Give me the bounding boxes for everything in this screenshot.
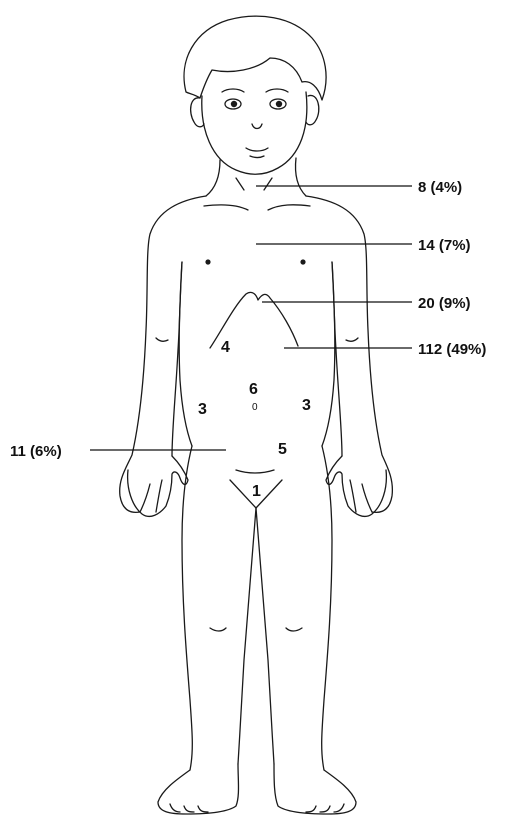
left-arm-outer	[120, 196, 206, 512]
collarbones	[204, 205, 310, 210]
right-eyebrow	[266, 89, 288, 92]
left-leg-outer	[182, 446, 192, 770]
callout-upper-abdomen: 20 (9%)	[418, 295, 471, 312]
neck-right	[295, 158, 306, 196]
right-pupil	[276, 101, 282, 107]
neck-lines	[236, 178, 272, 190]
callout-chest: 14 (7%)	[418, 237, 471, 254]
region-upper-left: 4	[221, 339, 230, 356]
nose	[252, 124, 262, 129]
callout-lower-abdomen: 11 (6%)	[10, 443, 62, 460]
callout-neck: 8 (4%)	[418, 179, 462, 196]
left-leg-inner	[238, 508, 256, 764]
region-right-flank: 3	[302, 397, 311, 414]
left-elbow-crease	[156, 338, 168, 341]
callout-abdomen: 112 (49%)	[418, 341, 486, 358]
hair-outline	[184, 16, 326, 100]
left-torso-side	[179, 262, 192, 446]
left-eyebrow	[222, 89, 244, 92]
right-hand	[326, 456, 386, 516]
lower-lip	[250, 156, 264, 158]
mouth	[246, 148, 268, 151]
region-left-flank: 3	[198, 401, 207, 418]
face-outline	[202, 92, 307, 174]
child-figure	[120, 16, 393, 814]
pelvis-line	[236, 470, 274, 473]
right-torso-side	[322, 262, 335, 446]
right-leg-inner	[256, 508, 274, 764]
right-foot	[274, 764, 356, 814]
left-knee	[210, 628, 226, 631]
left-foot	[158, 764, 239, 814]
region-umbilical: 6	[249, 381, 258, 398]
right-ear	[306, 95, 319, 124]
right-nipple	[300, 259, 305, 264]
umbilicus-mark: 0	[252, 402, 258, 413]
region-lower-right: 5	[278, 441, 287, 458]
right-leg-outer	[322, 446, 332, 770]
right-elbow-crease	[346, 338, 358, 341]
left-pupil	[231, 101, 237, 107]
left-hand	[128, 456, 188, 516]
region-groin: 1	[252, 483, 261, 500]
right-knee	[286, 628, 302, 631]
neck-left	[206, 160, 220, 196]
left-nipple	[205, 259, 210, 264]
